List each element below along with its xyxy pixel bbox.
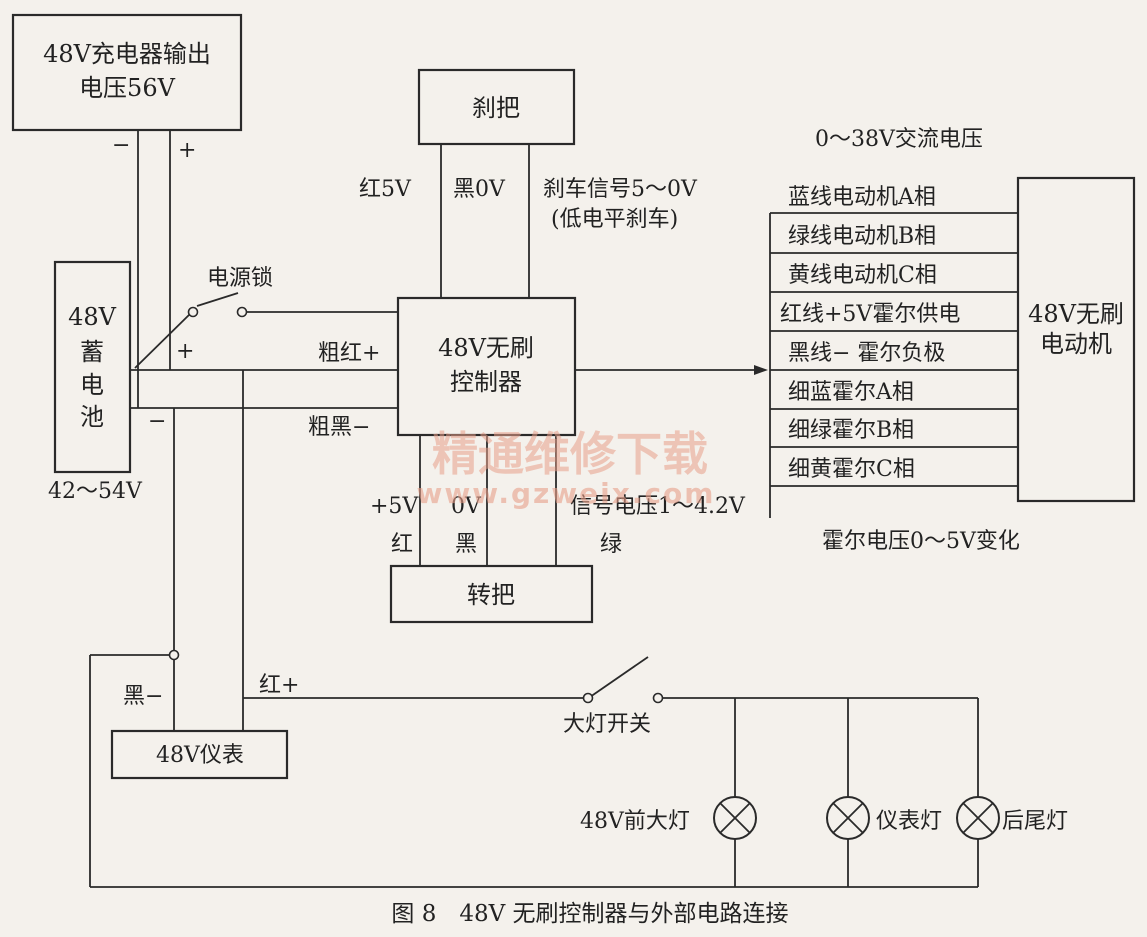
watermark-title: 精通维修下载 — [432, 427, 708, 481]
thick-black-label: 粗黑− — [308, 415, 370, 440]
battery-minus-label: − — [148, 409, 166, 434]
meter-light-lamp-icon — [826, 796, 870, 840]
battery-label-line1: 48V — [68, 303, 117, 331]
throttle-signal-label: 信号电压1～4.2V — [570, 494, 746, 519]
charger-label-line1: 48V充电器输出 — [43, 40, 211, 68]
battery-label-line4: 池 — [80, 403, 104, 431]
tail-light-lamp-icon — [956, 796, 1000, 840]
hall-voltage-label: 霍尔电压0～5V变化 — [822, 529, 1020, 554]
figure-caption: 图 8 48V 无刷控制器与外部电路连接 — [391, 901, 788, 927]
throttle-0v-label: 0V — [451, 494, 482, 519]
meter-light-label: 仪表灯 — [876, 809, 942, 834]
headlight-label: 48V前大灯 — [580, 809, 690, 834]
battery-label-line2: 蓄 — [80, 338, 104, 366]
motor-label-line1: 48V无刷 — [1028, 300, 1124, 328]
motor-wire-label: 绿线电动机B相 — [788, 224, 936, 249]
throttle-label: 转把 — [467, 581, 515, 609]
motor-wire-label: 细黄霍尔C相 — [788, 457, 915, 482]
controller-box: 48V无刷 控制器 — [396, 296, 577, 437]
motor-wire-label: 红线+5V霍尔供电 — [780, 302, 960, 327]
meter-black-label: 黑− — [123, 684, 163, 709]
brake-signal-line2: (低电平刹车) — [551, 207, 678, 232]
throttle-red-label: 红 — [391, 532, 413, 557]
meter-box: 48V仪表 — [110, 729, 289, 780]
power-lock-label: 电源锁 — [207, 266, 273, 291]
motor-label-line2: 电动机 — [1040, 330, 1112, 358]
motor-wire-label: 蓝线电动机A相 — [788, 185, 936, 210]
ac-voltage-label: 0～38V交流电压 — [815, 127, 983, 152]
motor-wire-label: 黄线电动机C相 — [788, 263, 937, 288]
battery-label-line3: 电 — [80, 371, 104, 399]
tail-light-label: 后尾灯 — [1002, 809, 1068, 834]
throttle-black-label: 黑 — [455, 532, 477, 557]
throttle-green-label: 绿 — [600, 532, 622, 557]
controller-label-line1: 48V无刷 — [438, 334, 534, 362]
battery-box: 48V 蓄 电 池 — [53, 260, 132, 474]
charger-box: 48V充电器输出 电压56V — [11, 13, 243, 132]
meter-label: 48V仪表 — [156, 743, 244, 768]
battery-voltage-label: 42～54V — [48, 479, 143, 504]
throttle-5v-label: +5V — [370, 494, 419, 519]
controller-label-line2: 控制器 — [450, 368, 522, 396]
meter-red-label: 红+ — [259, 673, 299, 698]
motor-box: 48V无刷 电动机 — [1016, 176, 1136, 503]
thick-red-label: 粗红+ — [318, 341, 380, 366]
motor-wire-label: 细蓝霍尔A相 — [788, 380, 914, 405]
charger-minus-label: − — [112, 133, 130, 158]
charger-plus-label: + — [178, 138, 196, 163]
terminals — [168, 306, 664, 704]
brake-label: 刹把 — [472, 94, 520, 122]
battery-plus-label: + — [176, 339, 194, 364]
throttle-box: 转把 — [389, 564, 594, 624]
motor-wire-label: 黑线− 霍尔负极 — [788, 341, 945, 366]
brake-box: 刹把 — [417, 68, 576, 146]
headlight-lamp-icon — [713, 796, 757, 840]
wiring — [89, 130, 1018, 888]
motor-wire-label: 细绿霍尔B相 — [788, 418, 914, 443]
brake-signal-line1: 刹车信号5～0V — [543, 177, 698, 202]
charger-label-line2: 电压56V — [79, 74, 176, 102]
brake-black-label: 黑0V — [453, 177, 506, 202]
brake-red-label: 红5V — [359, 177, 412, 202]
headlight-switch-label: 大灯开关 — [563, 712, 651, 737]
watermark-url: www.gzweix.com — [417, 477, 716, 510]
